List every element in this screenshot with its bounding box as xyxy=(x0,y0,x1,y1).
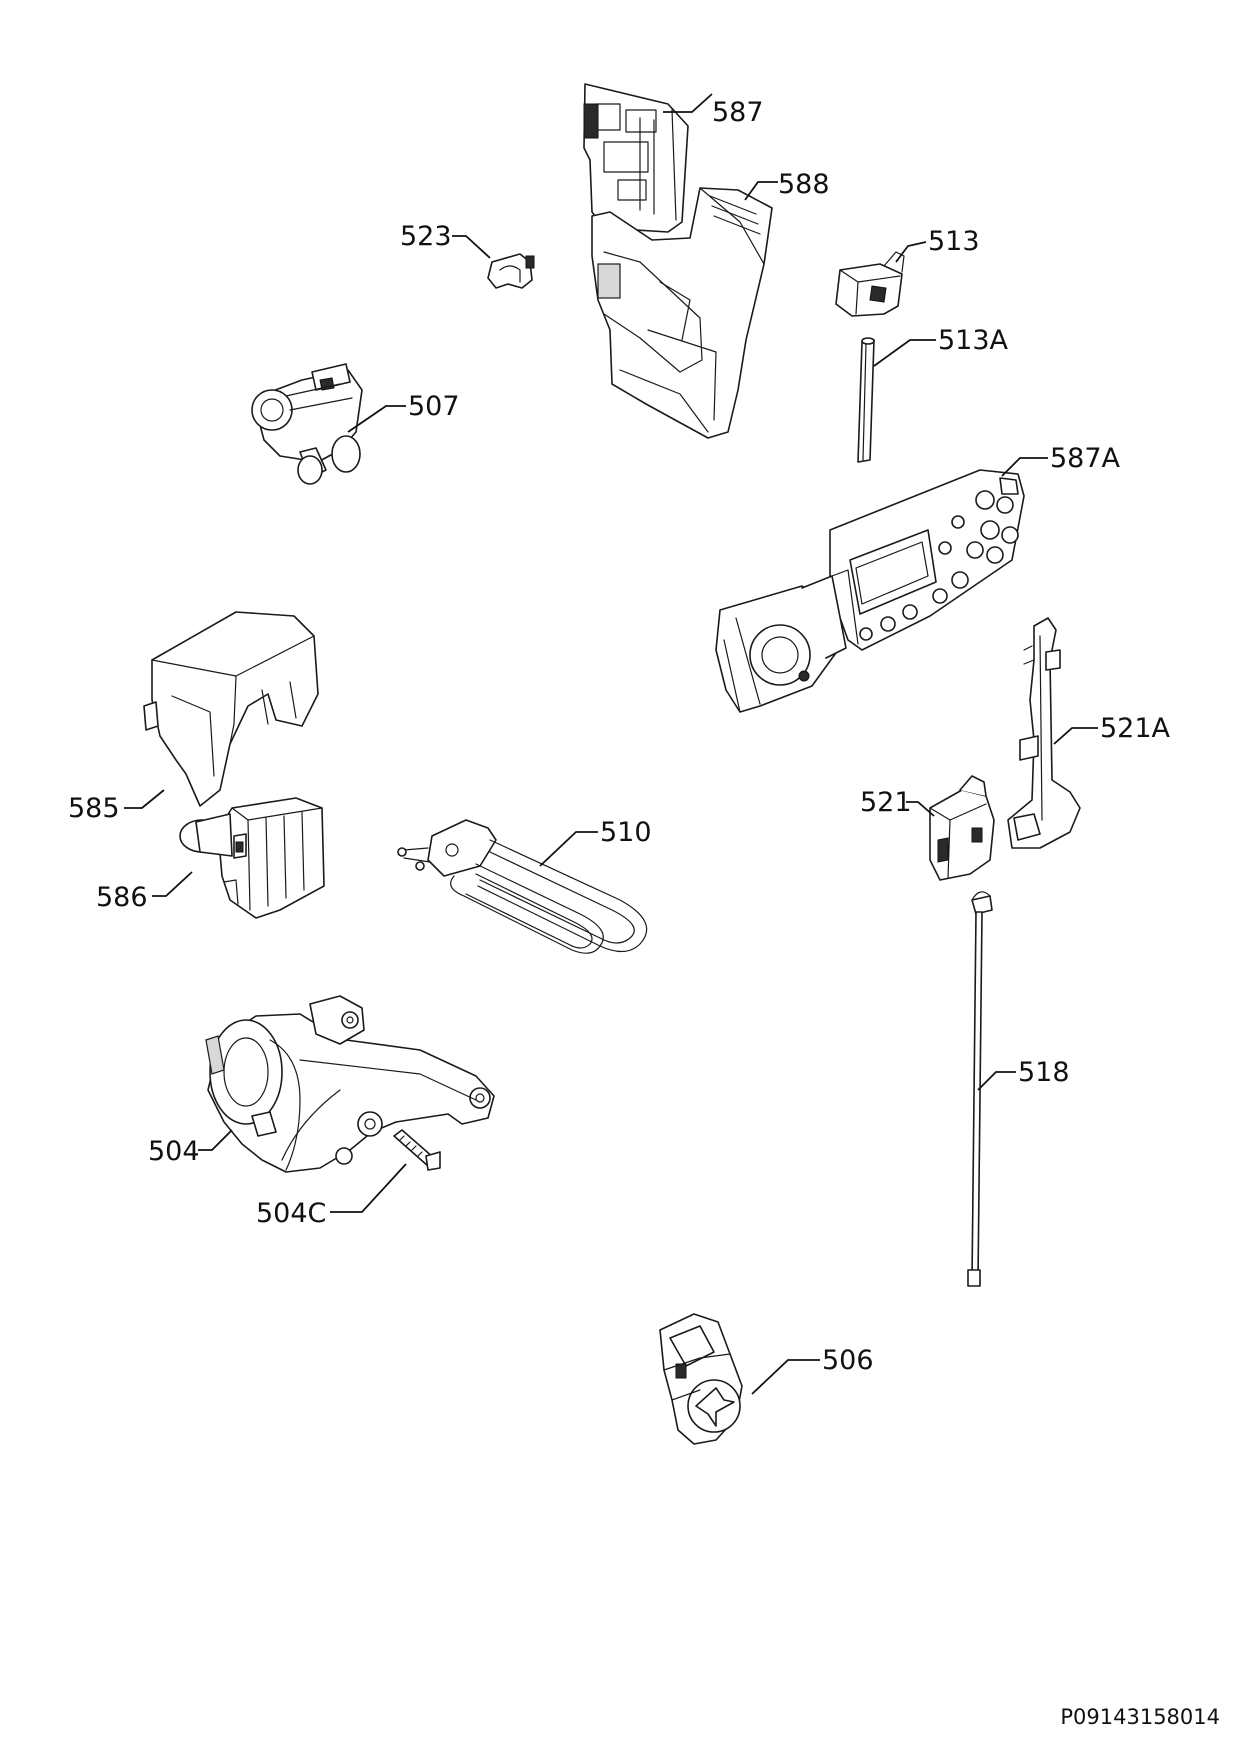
callout-504c: 504C xyxy=(256,1163,407,1229)
callout-510: 510 xyxy=(539,817,652,867)
label-504c: 504C xyxy=(256,1198,326,1229)
label-504: 504 xyxy=(148,1136,200,1167)
callout-586: 586 xyxy=(96,871,193,913)
part-513a-rod xyxy=(857,337,875,463)
part-585-motor-cover xyxy=(143,611,319,807)
part-587-control-board xyxy=(583,83,689,233)
part-586-motor-control xyxy=(179,797,325,919)
callout-506: 506 xyxy=(751,1345,874,1395)
label-521a: 521A xyxy=(1100,713,1171,744)
label-588: 588 xyxy=(778,169,830,200)
part-510-heating-element xyxy=(397,819,648,954)
label-587: 587 xyxy=(712,97,764,128)
callout-513: 513 xyxy=(895,226,980,263)
callout-518: 518 xyxy=(977,1057,1070,1091)
callout-587a: 587A xyxy=(1001,443,1121,477)
callout-507: 507 xyxy=(347,391,460,433)
label-521: 521 xyxy=(860,787,912,818)
part-506-drain-pump xyxy=(659,1313,743,1445)
part-523-clip xyxy=(487,253,535,289)
part-504-motor xyxy=(205,995,495,1173)
part-513-switch xyxy=(835,251,905,317)
part-507-inlet-valve xyxy=(251,363,363,485)
part-518-rod xyxy=(967,891,993,1287)
document-id: P09143158014 xyxy=(1060,1705,1220,1729)
callout-521a: 521A xyxy=(1053,713,1171,745)
label-507: 507 xyxy=(408,391,460,422)
label-506: 506 xyxy=(822,1345,874,1376)
label-513: 513 xyxy=(928,226,980,257)
part-588-detergent-frame xyxy=(591,187,773,439)
label-513a: 513A xyxy=(938,325,1009,356)
label-587a: 587A xyxy=(1050,443,1121,474)
part-587a-display-board xyxy=(715,469,1025,713)
label-518: 518 xyxy=(1018,1057,1070,1088)
part-521-door-lock xyxy=(929,775,995,881)
part-504c-screw xyxy=(393,1129,441,1171)
part-521a-lever xyxy=(1007,617,1081,849)
label-510: 510 xyxy=(600,817,652,848)
callout-585: 585 xyxy=(68,789,165,824)
callout-587: 587 xyxy=(663,93,764,128)
label-585: 585 xyxy=(68,793,120,824)
callout-513a: 513A xyxy=(873,325,1009,367)
callout-521: 521 xyxy=(860,787,935,818)
label-523: 523 xyxy=(400,221,452,252)
label-586: 586 xyxy=(96,882,148,913)
callout-588: 588 xyxy=(744,169,830,201)
callout-504: 504 xyxy=(148,1129,233,1167)
callout-523: 523 xyxy=(400,221,491,259)
